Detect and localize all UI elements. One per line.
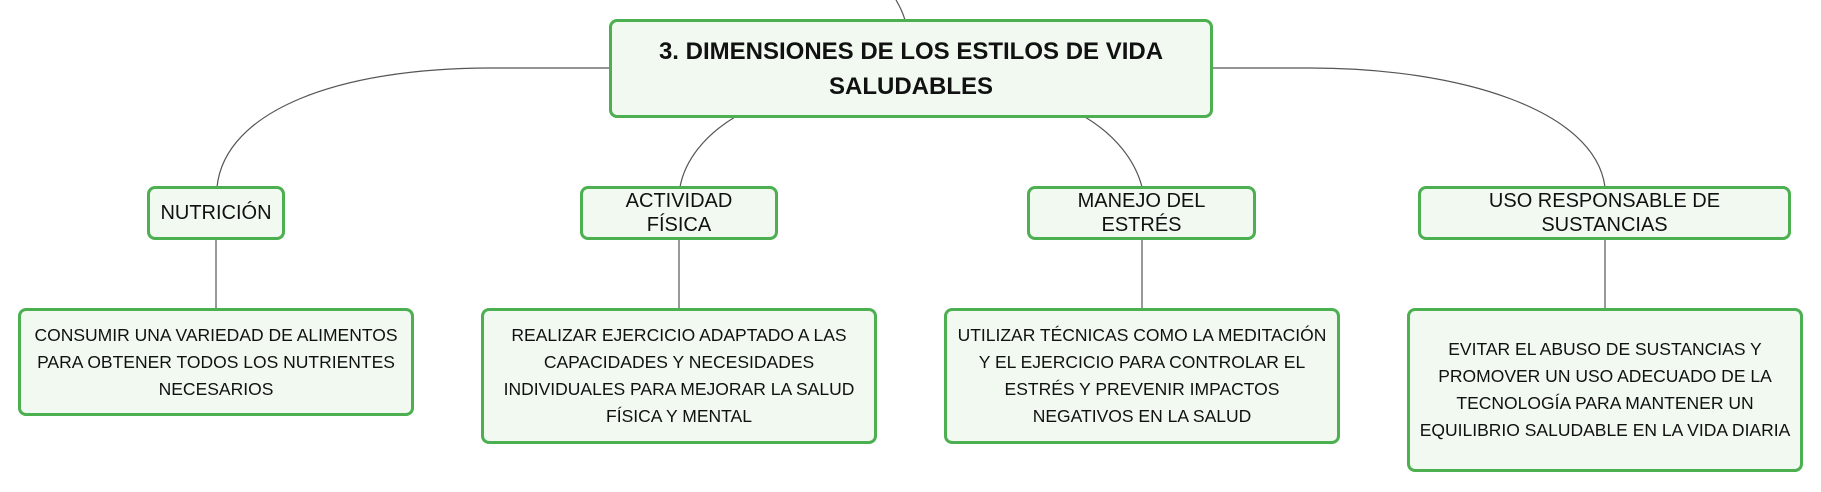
detail-text: EVITAR EL ABUSO DE SUSTANCIAS Y PROMOVER… (1419, 339, 1791, 440)
connector-root-to-estres (1084, 116, 1143, 188)
detail-node-manejo-estres[interactable]: UTILIZAR TÉCNICAS COMO LA MEDITACIÓN Y E… (944, 308, 1340, 444)
topic-node-manejo-estres[interactable]: MANEJO DEL ESTRÉS (1027, 186, 1256, 240)
connector-root-to-actividad (679, 116, 736, 188)
topic-label: MANEJO DEL ESTRÉS (1077, 190, 1206, 236)
topic-label: NUTRICIÓN (160, 202, 272, 224)
detail-text: UTILIZAR TÉCNICAS COMO LA MEDITACIÓN Y E… (957, 325, 1327, 426)
connector-root-to-sustancias (1211, 67, 1606, 188)
topic-node-nutricion[interactable]: NUTRICIÓN (147, 186, 285, 240)
connector-root-to-nutricion (216, 67, 611, 188)
root-node[interactable]: 3. DIMENSIONES DE LOS ESTILOS DE VIDA SA… (609, 19, 1213, 118)
detail-node-actividad-fisica[interactable]: REALIZAR EJERCICIO ADAPTADO A LAS CAPACI… (481, 308, 877, 444)
topic-node-actividad-fisica[interactable]: ACTIVIDAD FÍSICA (580, 186, 778, 240)
topic-node-uso-sustancias[interactable]: USO RESPONSABLE DE SUSTANCIAS (1418, 186, 1791, 240)
detail-text: REALIZAR EJERCICIO ADAPTADO A LAS CAPACI… (503, 325, 855, 426)
topic-label: ACTIVIDAD FÍSICA (625, 190, 733, 236)
topic-label: USO RESPONSABLE DE SUSTANCIAS (1488, 190, 1721, 236)
detail-node-uso-sustancias[interactable]: EVITAR EL ABUSO DE SUSTANCIAS Y PROMOVER… (1407, 308, 1803, 472)
detail-node-nutricion[interactable]: CONSUMIR UNA VARIEDAD DE ALIMENTOS PARA … (18, 308, 414, 416)
detail-text: CONSUMIR UNA VARIEDAD DE ALIMENTOS PARA … (34, 324, 398, 399)
root-title: 3. DIMENSIONES DE LOS ESTILOS DE VIDA SA… (658, 37, 1164, 100)
connector-parent-to-root (895, 0, 906, 21)
